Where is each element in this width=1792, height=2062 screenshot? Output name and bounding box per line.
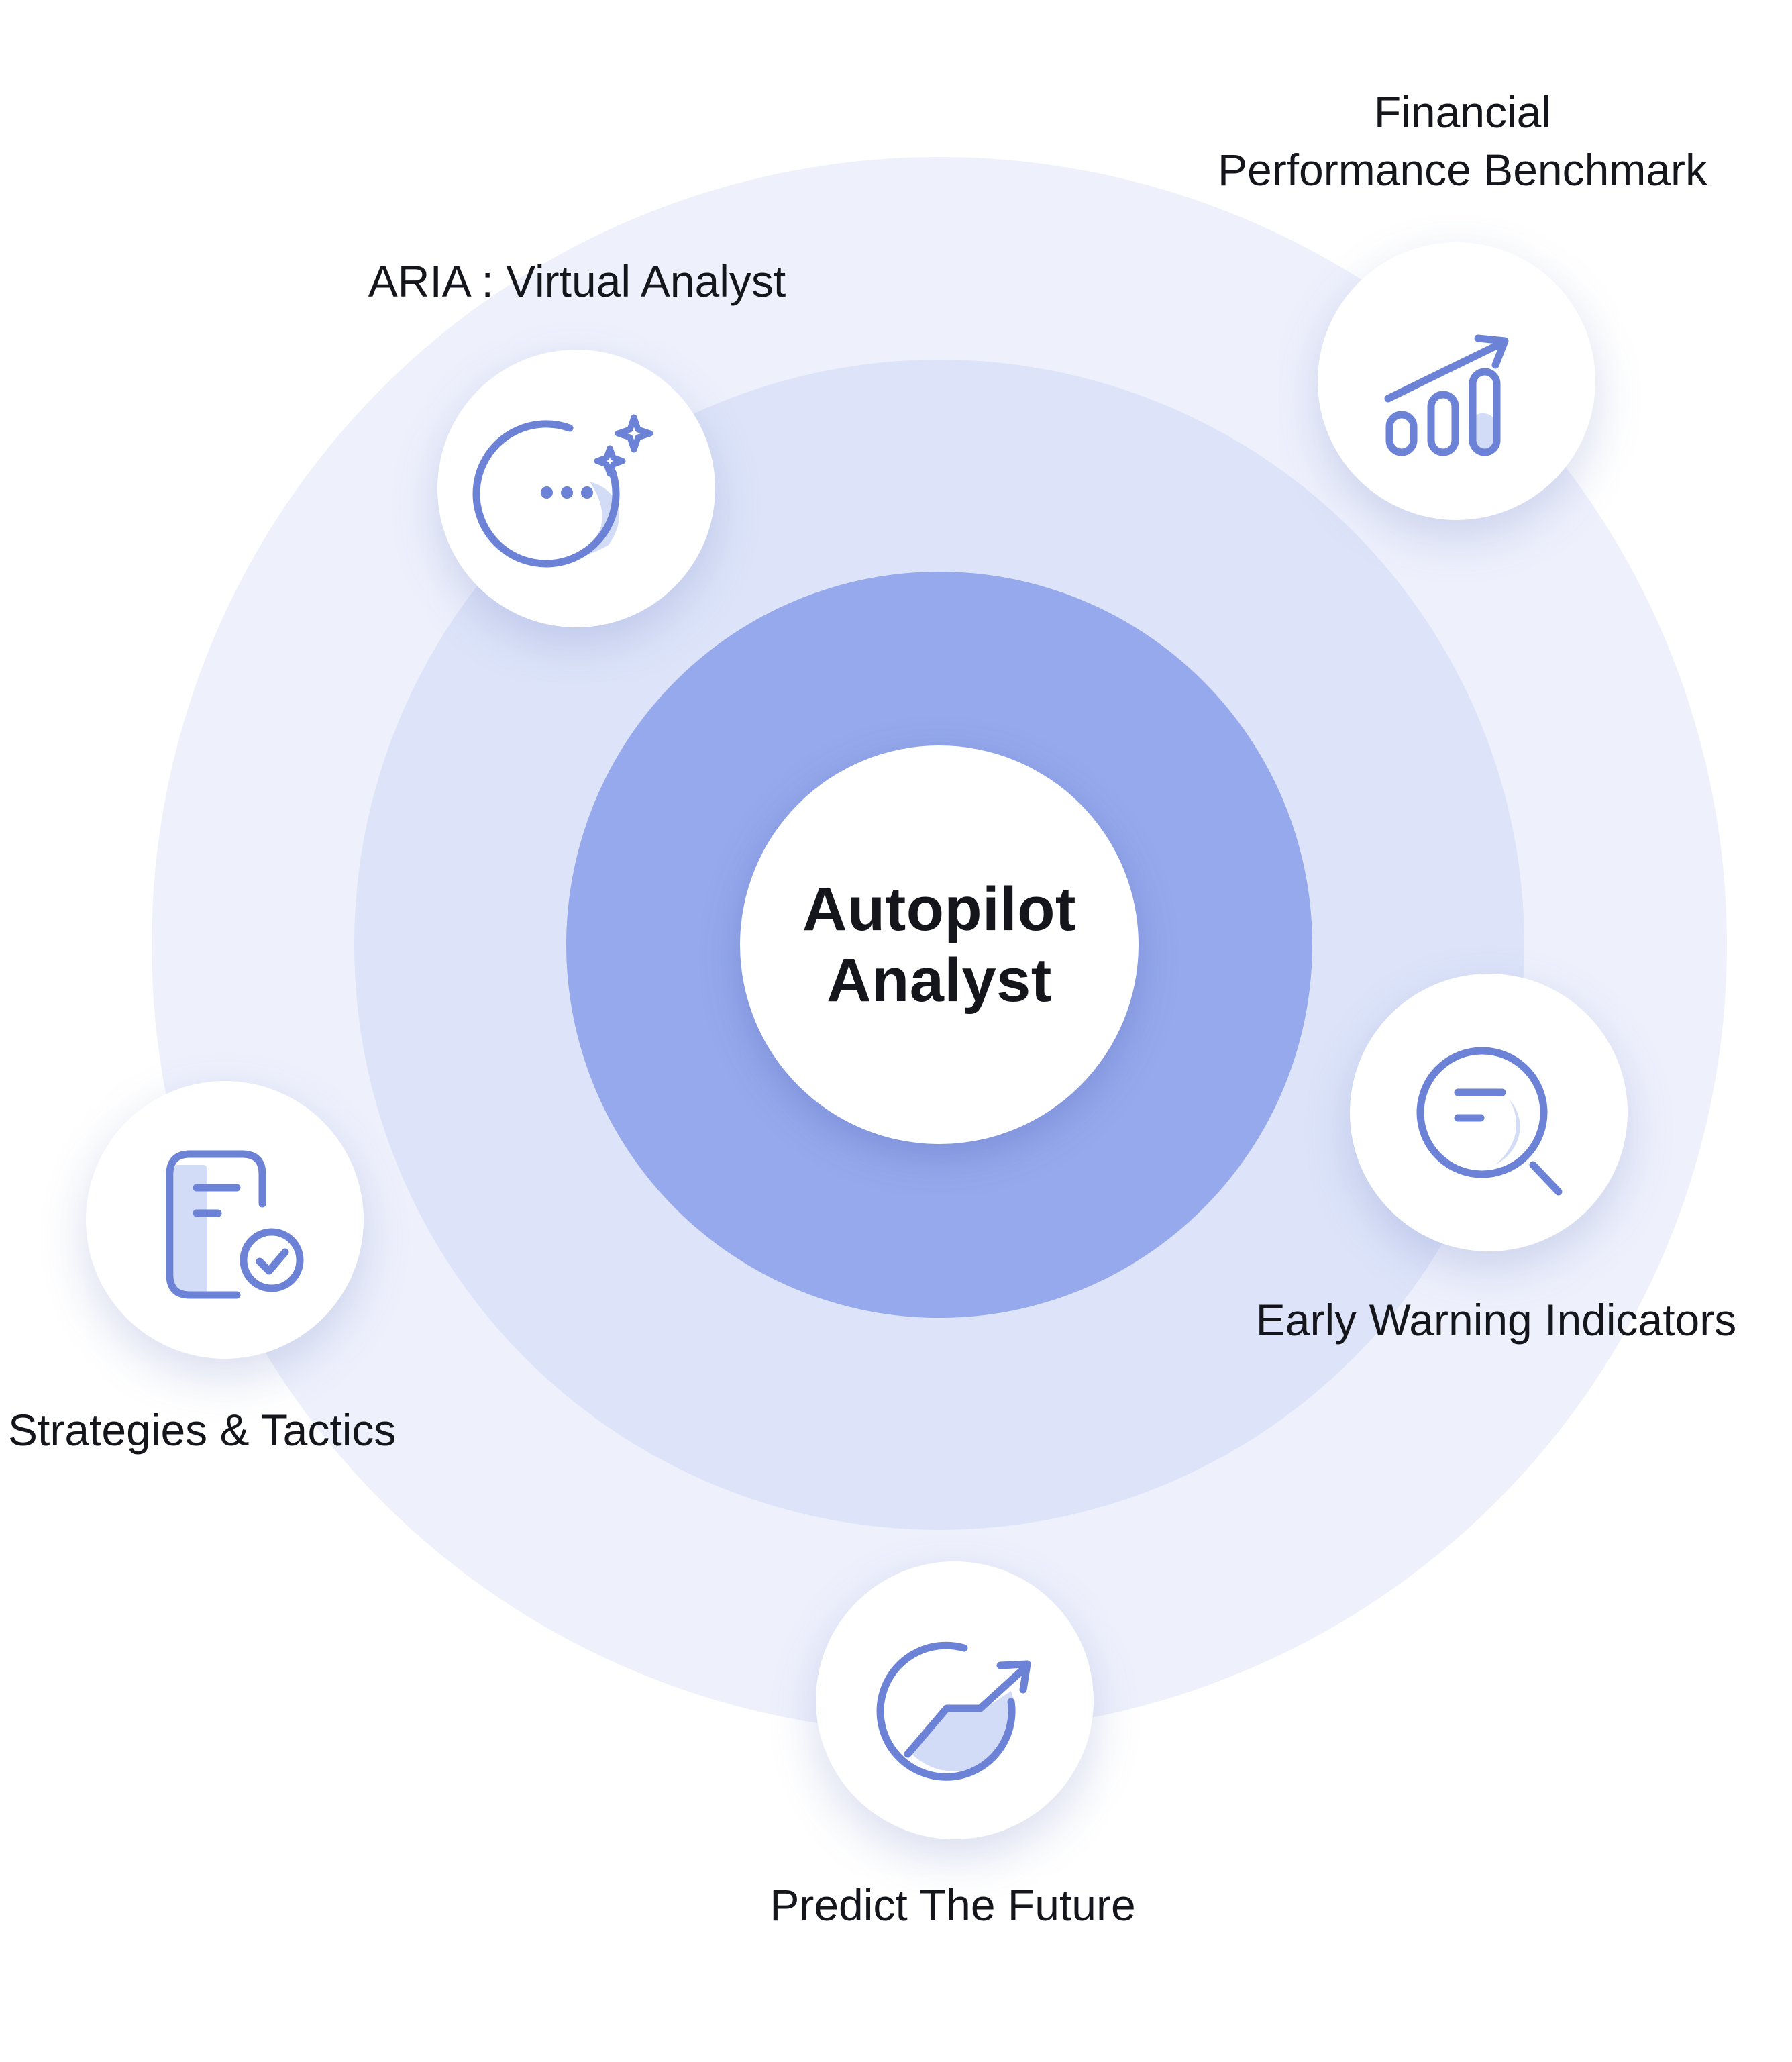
document-check-icon <box>166 1150 304 1299</box>
aria-virtual-analyst-label: ARIA : Virtual Analyst <box>368 256 786 306</box>
search-magnifier-icon <box>1416 1047 1563 1196</box>
financial-benchmark-label-line2: Performance Benchmark <box>1218 145 1707 195</box>
early-warning-node[interactable] <box>1350 974 1628 1251</box>
predict-future-node[interactable] <box>816 1561 1094 1839</box>
aria-virtual-analyst-node[interactable] <box>437 350 715 627</box>
growth-arrow-icon <box>876 1641 1031 1781</box>
financial-benchmark-node[interactable] <box>1318 242 1595 520</box>
core-circle: Autopilot Analyst <box>740 745 1139 1144</box>
core-title-line1: Autopilot <box>802 875 1077 943</box>
chat-bubble-sparkle-icon <box>472 414 653 568</box>
early-warning-label: Early Warning Indicators <box>1255 1295 1737 1345</box>
bar-chart-trend-icon <box>1384 334 1509 456</box>
predict-future-label: Predict The Future <box>770 1880 1136 1930</box>
strategies-tactics-label: Strategies & Tactics <box>8 1405 397 1455</box>
core-title-line2: Analyst <box>827 946 1052 1015</box>
financial-benchmark-label-line1: Financial <box>1373 87 1552 137</box>
strategies-tactics-node[interactable] <box>86 1081 364 1359</box>
